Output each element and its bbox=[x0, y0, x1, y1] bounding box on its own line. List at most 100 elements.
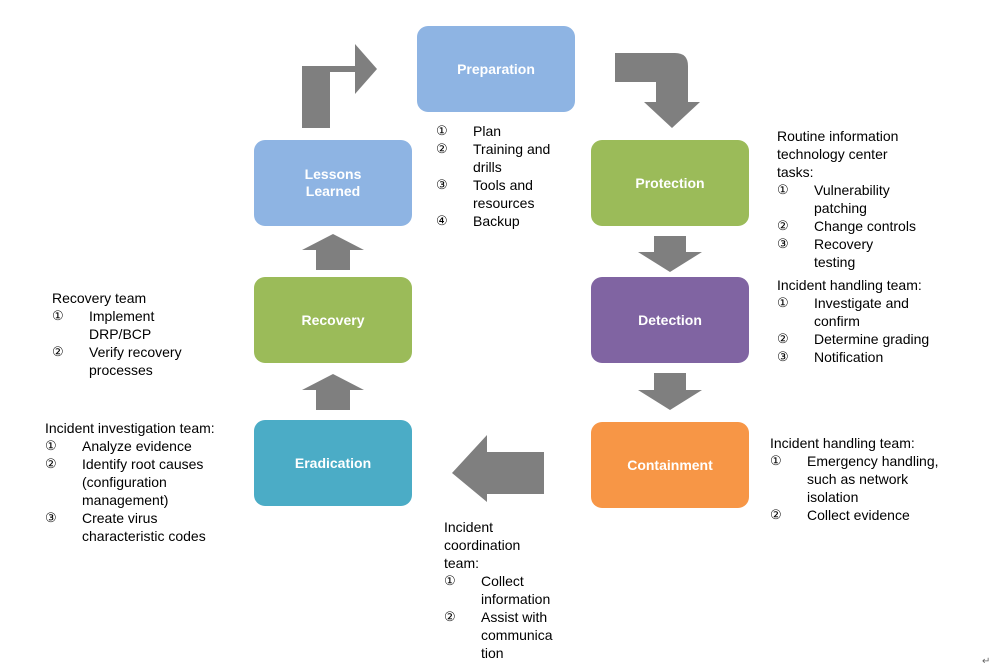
note-preparation-list: ① Plan ② Training and drills ③ Tools and reso… bbox=[436, 122, 586, 230]
item-text: Training and drills bbox=[473, 141, 551, 175]
item-number: ③ bbox=[436, 177, 448, 192]
item-text: Recovery testing bbox=[814, 236, 874, 270]
list-item: ① Analyze evidence bbox=[45, 437, 245, 455]
item-number: ④ bbox=[436, 213, 448, 228]
arrow-lessons-to-preparation bbox=[302, 44, 377, 128]
stage-preparation-label: Preparation bbox=[457, 60, 535, 77]
stage-detection: Detection bbox=[591, 277, 749, 363]
note-recovery: Recovery team ① Implement DRP/BCP ② Verify r… bbox=[52, 289, 232, 379]
note-containment-intro: Incident handling team: bbox=[770, 435, 915, 451]
list-item: ② Assist with communica tion bbox=[444, 608, 584, 662]
item-text: Vulnerability patching bbox=[814, 182, 890, 216]
return-mark: ↵ bbox=[982, 656, 991, 667]
item-text: Tools and resources bbox=[473, 177, 535, 211]
arrow-detection-to-containment bbox=[638, 373, 702, 410]
arrow-preparation-to-protection bbox=[615, 53, 700, 128]
list-item: ② Determine grading bbox=[777, 330, 977, 348]
list-item: ① Collect information bbox=[444, 572, 584, 608]
note-detection-intro: Incident handling team: bbox=[777, 277, 922, 293]
list-item: ③ Create virus characteristic codes bbox=[45, 509, 245, 545]
arrow-eradication-to-recovery bbox=[302, 374, 364, 410]
item-number: ② bbox=[444, 609, 456, 624]
item-text: Create virus characteristic codes bbox=[82, 510, 206, 544]
item-number: ② bbox=[45, 456, 57, 471]
item-number: ① bbox=[444, 573, 456, 588]
item-number: ① bbox=[777, 295, 789, 310]
list-item: ① Investigate and confirm bbox=[777, 294, 977, 330]
stage-recovery: Recovery bbox=[254, 277, 412, 363]
list-item: ② Identify root causes (configuration man… bbox=[45, 455, 245, 509]
item-text: Change controls bbox=[814, 218, 916, 234]
list-item: ③ Notification bbox=[777, 348, 977, 366]
note-preparation: ① Plan ② Training and drills ③ Tools and reso… bbox=[436, 122, 586, 230]
list-item: ① Vulnerability patching bbox=[777, 181, 957, 217]
item-number: ① bbox=[777, 182, 789, 197]
stage-protection-label: Protection bbox=[635, 174, 705, 191]
stage-detection-label: Detection bbox=[638, 311, 702, 328]
stage-protection: Protection bbox=[591, 140, 749, 226]
note-eradication-intro: Incident investigation team: bbox=[45, 420, 215, 436]
list-item: ③ Tools and resources bbox=[436, 176, 586, 212]
list-item: ③ Recovery testing bbox=[777, 235, 957, 271]
item-text: Assist with communica tion bbox=[481, 609, 553, 661]
item-text: Identify root causes (configuration mana… bbox=[82, 456, 204, 508]
list-item: ② Collect evidence bbox=[770, 506, 970, 524]
item-number: ② bbox=[770, 507, 782, 522]
arrow-containment-to-eradication bbox=[452, 435, 544, 502]
list-item: ② Verify recovery processes bbox=[52, 343, 232, 379]
item-number: ① bbox=[45, 438, 57, 453]
item-number: ③ bbox=[777, 349, 789, 364]
item-text: Analyze evidence bbox=[82, 438, 192, 454]
item-text: Plan bbox=[473, 123, 502, 139]
stage-recovery-label: Recovery bbox=[301, 311, 365, 328]
list-item: ① Implement DRP/BCP bbox=[52, 307, 232, 343]
item-number: ② bbox=[777, 218, 789, 233]
item-number: ③ bbox=[777, 236, 789, 251]
item-number: ② bbox=[777, 331, 789, 346]
item-text: Collect information bbox=[481, 573, 551, 607]
note-coordination-intro: Incident coordination team: bbox=[444, 519, 521, 571]
stage-containment-label: Containment bbox=[627, 456, 713, 473]
note-containment: Incident handling team: ① Emergency handli… bbox=[770, 434, 970, 524]
list-item: ② Change controls bbox=[777, 217, 957, 235]
item-text: Collect evidence bbox=[807, 507, 910, 523]
note-detection-list: ① Investigate and confirm ② Determine gradi… bbox=[777, 294, 977, 366]
list-item: ① Plan bbox=[436, 122, 586, 140]
list-item: ② Training and drills bbox=[436, 140, 586, 176]
item-text: Notification bbox=[814, 349, 884, 365]
stage-lessons-learned-label: Lessons Learned bbox=[304, 166, 362, 199]
item-number: ② bbox=[436, 141, 448, 156]
note-containment-list: ① Emergency handling, such as network iso… bbox=[770, 452, 970, 524]
list-item: ① Emergency handling, such as network iso… bbox=[770, 452, 970, 506]
item-number: ① bbox=[52, 308, 64, 323]
note-coordination: Incident coordination team: ① Collect info… bbox=[444, 518, 584, 662]
list-item: ④ Backup bbox=[436, 212, 586, 230]
note-eradication: Incident investigation team: ① Analyze evi… bbox=[45, 419, 245, 545]
note-recovery-list: ① Implement DRP/BCP ② Verify recovery proce… bbox=[52, 307, 232, 379]
item-text: Verify recovery processes bbox=[89, 344, 182, 378]
item-text: Investigate and confirm bbox=[814, 295, 909, 329]
item-number: ① bbox=[770, 453, 782, 468]
note-coordination-list: ① Collect information ② Assist with communi… bbox=[444, 572, 584, 662]
stage-lessons-learned: Lessons Learned bbox=[254, 140, 412, 226]
note-protection: Routine information technology center ta… bbox=[777, 127, 957, 271]
note-recovery-intro: Recovery team bbox=[52, 290, 147, 306]
stage-eradication: Eradication bbox=[254, 420, 412, 506]
stage-preparation: Preparation bbox=[417, 26, 575, 112]
stage-containment: Containment bbox=[591, 422, 749, 508]
item-text: Implement DRP/BCP bbox=[89, 308, 155, 342]
item-text: Emergency handling, such as network isol… bbox=[807, 453, 939, 505]
note-detection: Incident handling team: ① Investigate and … bbox=[777, 276, 977, 366]
item-number: ② bbox=[52, 344, 64, 359]
item-number: ① bbox=[436, 123, 448, 138]
item-text: Determine grading bbox=[814, 331, 930, 347]
arrow-recovery-to-lessons bbox=[302, 234, 364, 270]
arrow-protection-to-detection bbox=[638, 236, 702, 272]
item-text: Backup bbox=[473, 213, 520, 229]
stage-eradication-label: Eradication bbox=[294, 454, 372, 471]
note-eradication-list: ① Analyze evidence ② Identify root causes (… bbox=[45, 437, 245, 545]
note-protection-intro: Routine information technology center ta… bbox=[777, 128, 899, 180]
item-number: ③ bbox=[45, 510, 57, 525]
